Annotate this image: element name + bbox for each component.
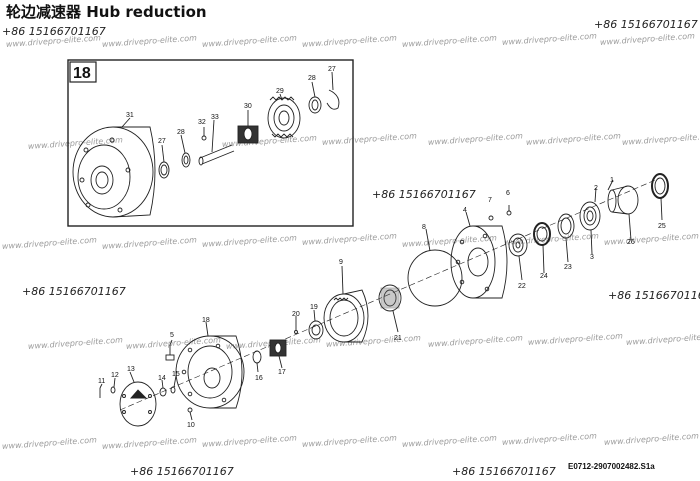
callout-31: 31 (126, 112, 134, 119)
callout-18: 18 (202, 317, 210, 324)
callout-27-inset-top: 27 (328, 66, 336, 73)
callout-21: 21 (394, 335, 402, 342)
part-5-plug (165, 345, 175, 361)
part-8-plate (407, 249, 463, 307)
inset-label: 18 (73, 65, 91, 82)
part-10-bolt (187, 407, 193, 413)
callout-10: 10 (187, 422, 195, 429)
phone-watermark: +86 15166701167 (452, 465, 556, 478)
callout-28-inset: 28 (177, 129, 185, 136)
inset-pin-32 (201, 135, 207, 141)
part-26-cap (607, 185, 639, 215)
callout-13: 13 (127, 366, 135, 373)
callout-28-inset-top: 28 (308, 75, 316, 82)
callout-16: 16 (255, 375, 263, 382)
part-6-bolt (506, 205, 512, 216)
part-14-plug (159, 387, 167, 397)
callout-2: 2 (594, 185, 598, 192)
callout-29: 29 (276, 88, 284, 95)
callout-7: 7 (488, 197, 492, 204)
part-15-washer (170, 386, 176, 394)
callout-26: 26 (627, 239, 635, 246)
part-7-bolt (488, 215, 494, 221)
callout-33: 33 (211, 114, 219, 121)
part-16-ring (252, 350, 262, 364)
part-3-bearing (579, 201, 601, 231)
callout-6: 6 (506, 190, 510, 197)
callout-24: 24 (540, 273, 548, 280)
part-9-ring-gear (323, 289, 369, 343)
phone-watermark: +86 15166701167 (130, 465, 234, 478)
phone-watermark: +86 15166701167 (608, 289, 700, 302)
drawing-code: E0712-2907002482.S1a (568, 462, 655, 471)
callout-27-inset: 27 (158, 138, 166, 145)
part-13-cover (119, 381, 157, 427)
part-17-bearing (269, 339, 287, 357)
callout-15: 15 (172, 371, 180, 378)
callout-3: 3 (590, 254, 594, 261)
part-24-seal (533, 222, 551, 246)
inset-label-box (69, 61, 97, 83)
inset-ring-27 (158, 161, 170, 179)
part-19-washer (308, 320, 324, 340)
inset-hub-housing (72, 126, 156, 218)
part-4-housing (450, 225, 508, 299)
part-12-washer (110, 386, 116, 394)
part-25-seal (651, 173, 669, 199)
part-21-bearing (378, 284, 402, 312)
diagram-title: 轮边减速器 Hub reduction (6, 3, 207, 21)
callout-19: 19 (310, 304, 318, 311)
callout-14: 14 (158, 375, 166, 382)
callout-5: 5 (170, 332, 174, 339)
callout-30: 30 (244, 103, 252, 110)
phone-watermark: +86 15166701167 (22, 285, 126, 298)
inset-washer-28 (308, 96, 322, 114)
part-22-bearing (508, 233, 528, 257)
assembly-axis (119, 177, 661, 411)
callout-20: 20 (292, 311, 300, 318)
part-20-pin (294, 322, 298, 334)
part-18-planet-carrier (175, 335, 245, 409)
phone-watermark: +86 15166701167 (2, 25, 106, 38)
callout-25: 25 (658, 223, 666, 230)
callout-9: 9 (339, 259, 343, 266)
inset-ring-28 (181, 152, 191, 168)
callout-32: 32 (198, 119, 206, 126)
phone-watermark: +86 15166701167 (372, 188, 476, 201)
callout-8: 8 (422, 224, 426, 231)
inset-frame (67, 59, 354, 227)
callout-12: 12 (111, 372, 119, 379)
callout-4: 4 (463, 207, 467, 214)
callout-23: 23 (564, 264, 572, 271)
callout-17: 17 (278, 369, 286, 376)
inset-circlip-27 (326, 89, 340, 110)
inset-gear-29 (267, 96, 301, 139)
callout-1: 1 (610, 177, 614, 184)
phone-watermark: +86 15166701167 (594, 18, 698, 31)
inset-needle-bearing-30 (237, 125, 259, 144)
callout-numbers: 1 2 3 4 5 6 7 8 9 10 11 12 13 14 15 16 1… (98, 66, 666, 429)
callout-22: 22 (518, 283, 526, 290)
part-23-ring (557, 213, 575, 239)
inset-shaft-33 (198, 144, 235, 166)
callout-11: 11 (98, 378, 105, 385)
